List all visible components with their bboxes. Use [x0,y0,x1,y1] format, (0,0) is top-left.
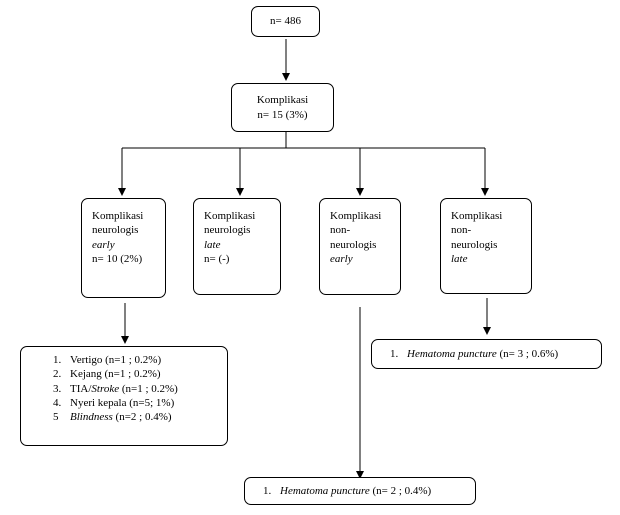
outcome-item: 5 Blindness (n=2 ; 0.4%) [53,410,227,424]
root-node: n= 486 [251,6,320,37]
branch-line: late [204,238,221,251]
outcome-name: Hematoma puncture [280,485,370,497]
outcome-item: 4. Nyeri kepala (n=5; 1%) [53,396,227,410]
branch-neuro-early: Komplikasi neurologis early n= 10 (2%) [81,198,166,298]
outcome-item: 1. Hematoma puncture (n= 3 ; 0.6%) [390,347,601,361]
branch-nonneuro-late: Komplikasi non- neurologis late [440,198,532,294]
outcome-text: (n=2 ; 0.4%) [112,411,172,424]
branch-line: early [92,238,115,251]
outcome-number: 1. [53,354,62,366]
branch-line: non- [330,224,351,237]
branch-line: Komplikasi [330,210,382,222]
outcome-text: Nyeri kepala (n=5; 1%) [70,396,175,409]
outcome-text-italic: Stroke [91,382,120,395]
complication-title: Komplikasi [256,94,309,107]
branch-line: n= (-) [204,252,230,265]
branch-line: non- [451,224,472,237]
neuro-early-outcomes-box: 1. Vertigo (n=1 ; 0.2%) 2. Kejang (n=1 ; 0… [20,346,228,446]
outcome-item: 1. Vertigo (n=1 ; 0.2%) [53,353,227,367]
outcome-stat: (n= 2 ; 0.4%) [369,485,432,497]
outcome-number: 2. [53,368,62,381]
outcome-text: (n=1 ; 0.2%) [119,382,178,395]
outcome-number: 3. [53,382,62,395]
branch-neuro-late: Komplikasi neurologis late n= (-) [193,198,281,295]
nonneuro-early-outcome-box: 1. Hematoma puncture (n= 2 ; 0.4%) [244,477,476,505]
outcome-name: Hematoma puncture [407,348,497,360]
outcome-stat: (n= 3 ; 0.6%) [496,348,559,360]
outcome-item: 1. Hematoma puncture (n= 2 ; 0.4%) [263,484,475,498]
branch-line: Komplikasi [204,210,256,222]
complication-node: Komplikasi n= 15 (3%) [231,83,334,132]
branch-line: neurologis [451,238,498,251]
branch-line: early [330,252,353,265]
branch-line: neurologis [330,238,377,251]
branch-line: n= 10 (2%) [92,252,143,265]
outcome-text: Kejang (n=1 ; 0.2%) [70,368,161,381]
branch-line: late [451,252,468,265]
outcome-item: 2. Kejang (n=1 ; 0.2%) [53,367,227,381]
branch-line: neurologis [92,224,139,237]
outcome-number: 1. [390,348,399,360]
outcome-text: TIA/ [70,382,92,395]
outcome-number: 5 [53,411,59,424]
branch-line: Komplikasi [92,210,144,222]
outcome-number: 4. [53,396,62,409]
complication-count: n= 15 (3%) [257,108,308,121]
branch-line: neurologis [204,224,251,237]
outcome-number: 1. [263,485,272,497]
nonneuro-late-outcome-box: 1. Hematoma puncture (n= 3 ; 0.6%) [371,339,602,369]
outcome-text: Vertigo (n=1 ; 0.2%) [70,354,162,366]
branch-line: Komplikasi [451,210,503,222]
branch-nonneuro-early: Komplikasi non- neurologis early [319,198,401,295]
root-label: n= 486 [270,15,301,28]
outcome-text-italic: Blindness [70,411,113,424]
outcome-item: 3. TIA/Stroke (n=1 ; 0.2%) [53,382,227,396]
